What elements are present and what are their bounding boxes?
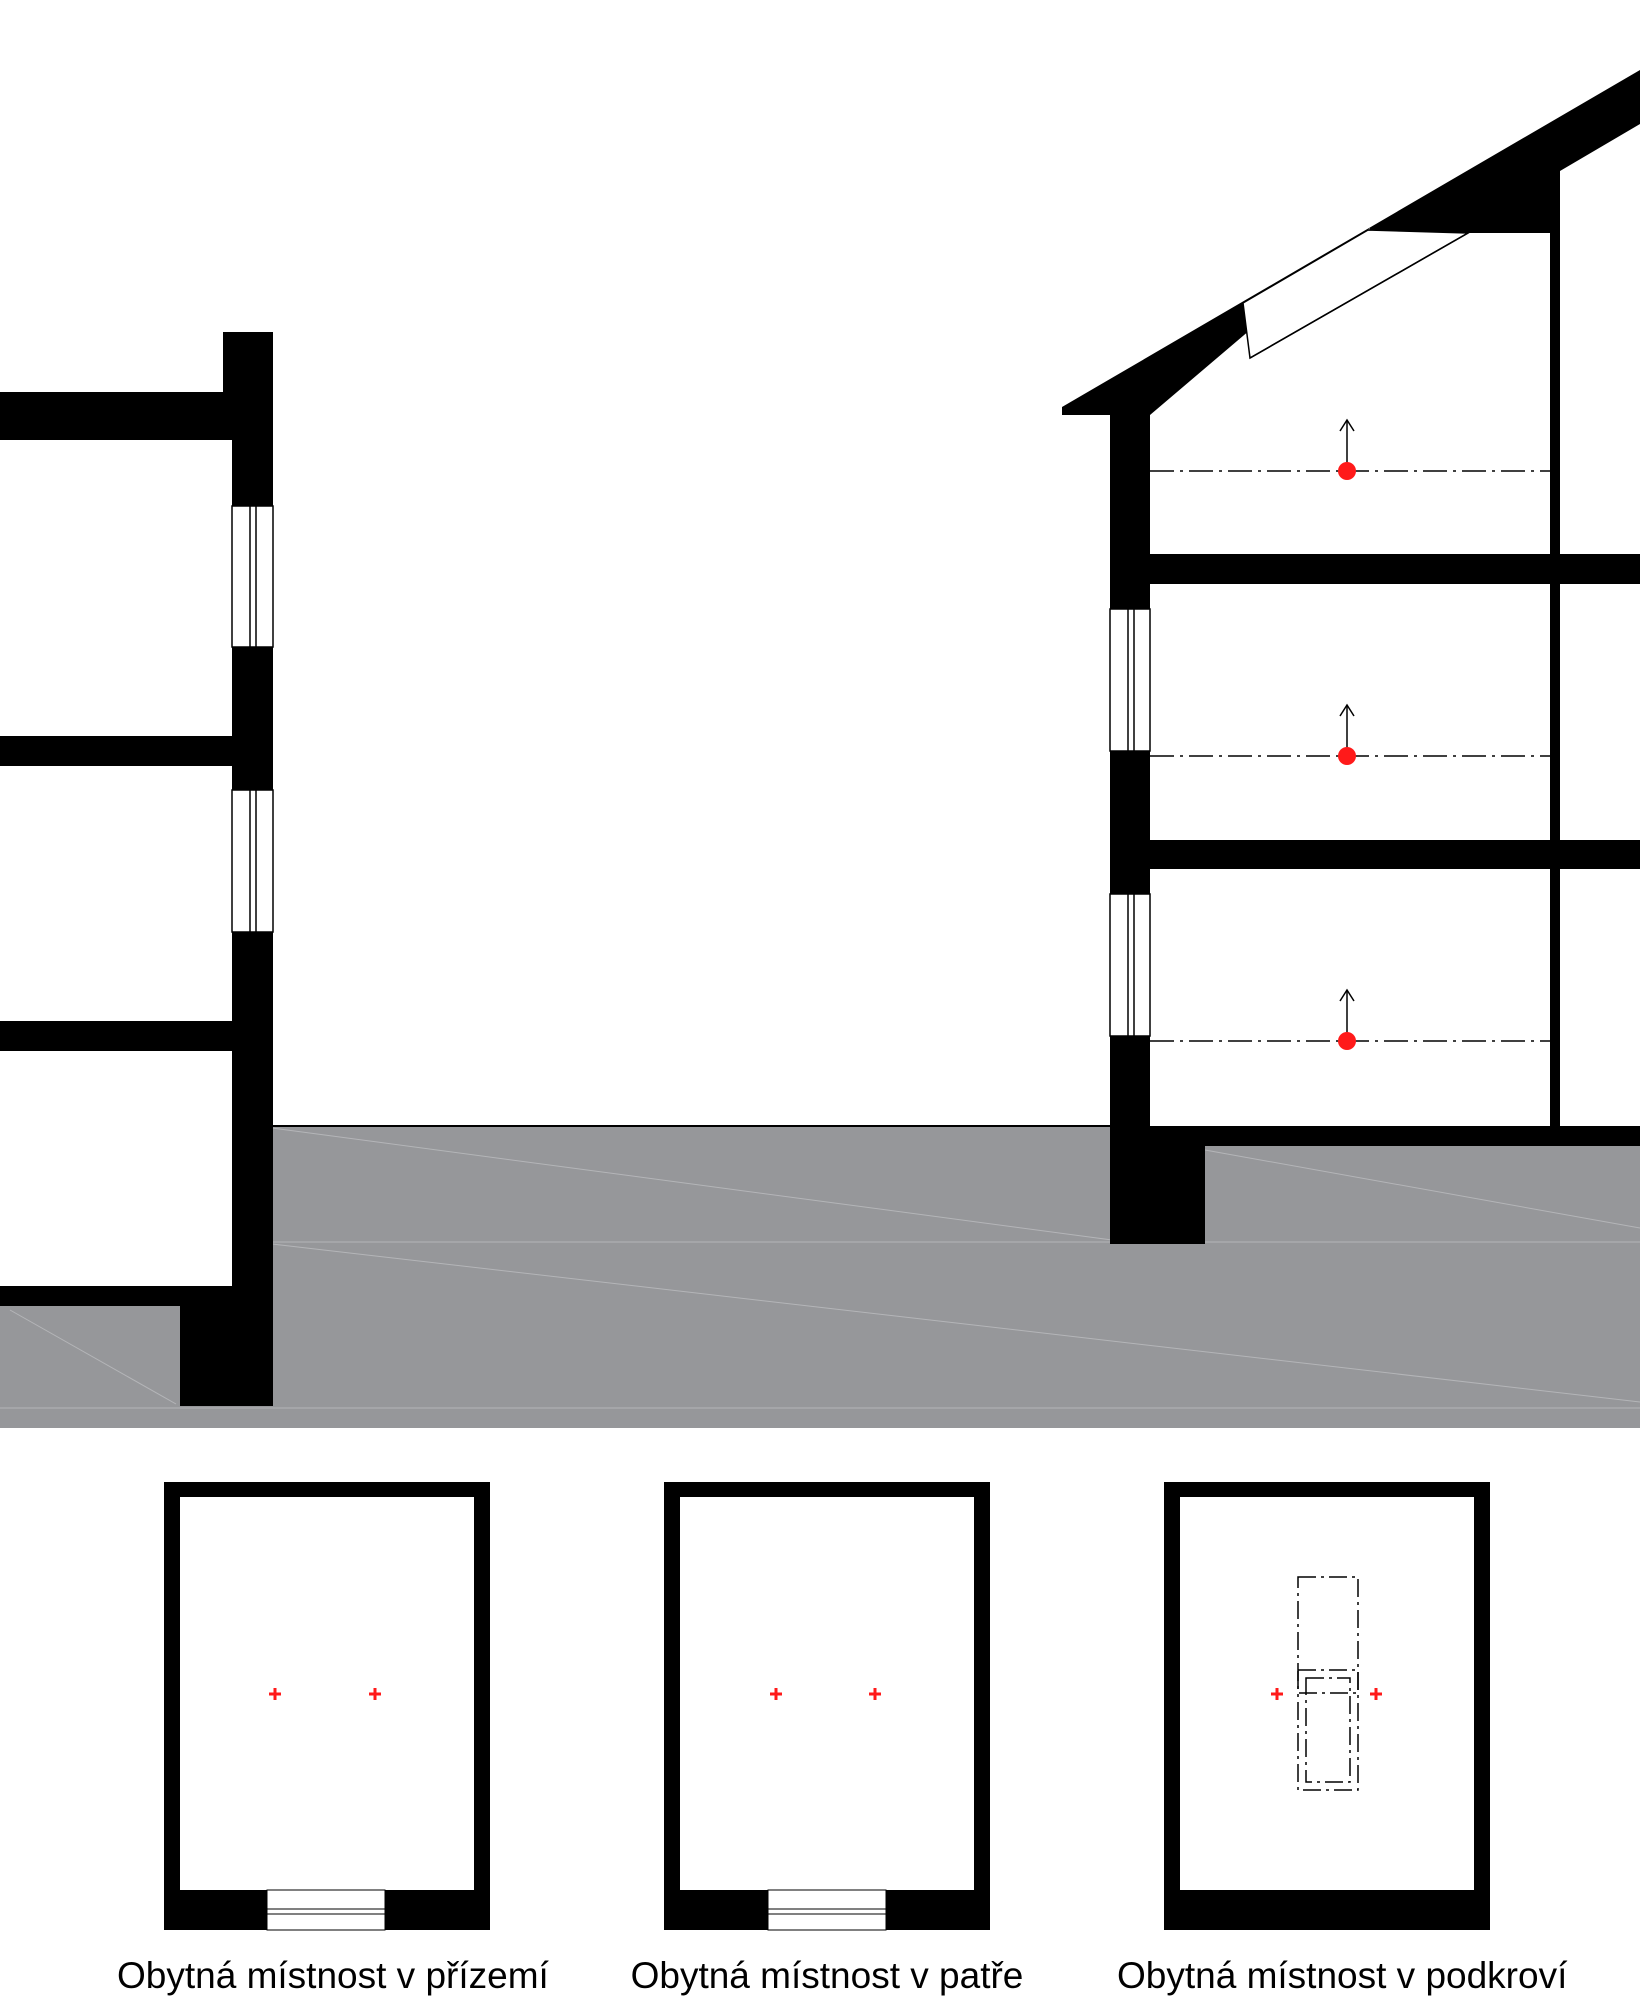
measurement-point-attic bbox=[1338, 462, 1356, 480]
caption-upper-floor-room: Obytná místnost v patře bbox=[630, 1955, 1024, 1996]
caption-ground-floor-room: Obytná místnost v přízemí bbox=[117, 1955, 549, 1996]
room-plan-attic bbox=[1164, 1482, 1490, 1930]
ground-section bbox=[0, 1125, 1640, 1428]
measurement-point-floor bbox=[1338, 747, 1356, 765]
room-plan-floor bbox=[664, 1482, 990, 1931]
caption-attic-room: Obytná místnost v podkroví bbox=[1117, 1955, 1568, 1996]
right-building-windows bbox=[1109, 608, 1151, 1037]
measurement-arrows bbox=[1339, 418, 1355, 1036]
plan-measurement-markers bbox=[269, 1688, 1382, 1700]
left-building-section bbox=[0, 332, 273, 1406]
left-building-windows bbox=[231, 505, 274, 933]
measurement-point-ground bbox=[1338, 1032, 1356, 1050]
measurement-points bbox=[1338, 462, 1356, 1050]
room-plan-ground bbox=[164, 1482, 490, 1931]
roof-skylight bbox=[1242, 229, 1471, 360]
